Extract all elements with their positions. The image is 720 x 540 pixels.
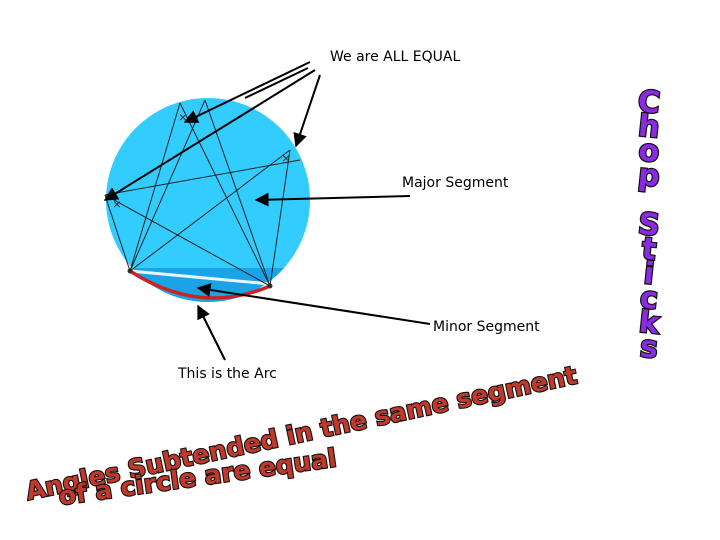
chop-sticks-letter: o xyxy=(637,133,661,170)
arc xyxy=(129,269,271,300)
angle-lines xyxy=(104,99,301,287)
cross-marker: × xyxy=(282,150,290,166)
label-arc: This is the Arc xyxy=(177,366,277,382)
chop-sticks-letter: C xyxy=(636,84,662,121)
label-major-segment: Major Segment xyxy=(402,175,509,191)
chop-sticks-letter: t xyxy=(640,231,658,267)
chop-sticks-letter: p xyxy=(636,158,661,195)
chop-sticks-letter: c xyxy=(638,280,659,317)
cross-marker: × xyxy=(179,109,187,125)
chop-sticks-letter: S xyxy=(636,207,661,244)
label-all-equal: We are ALL EQUAL xyxy=(330,49,460,65)
pointer-arrows xyxy=(103,61,431,361)
chop-sticks-letter: i xyxy=(642,256,656,292)
cross-marker: × xyxy=(113,196,121,212)
chop-sticks-letter: h xyxy=(637,109,662,146)
chop-sticks-letter: s xyxy=(638,329,659,366)
chord xyxy=(129,269,271,286)
label-minor-segment: Minor Segment xyxy=(433,319,540,335)
